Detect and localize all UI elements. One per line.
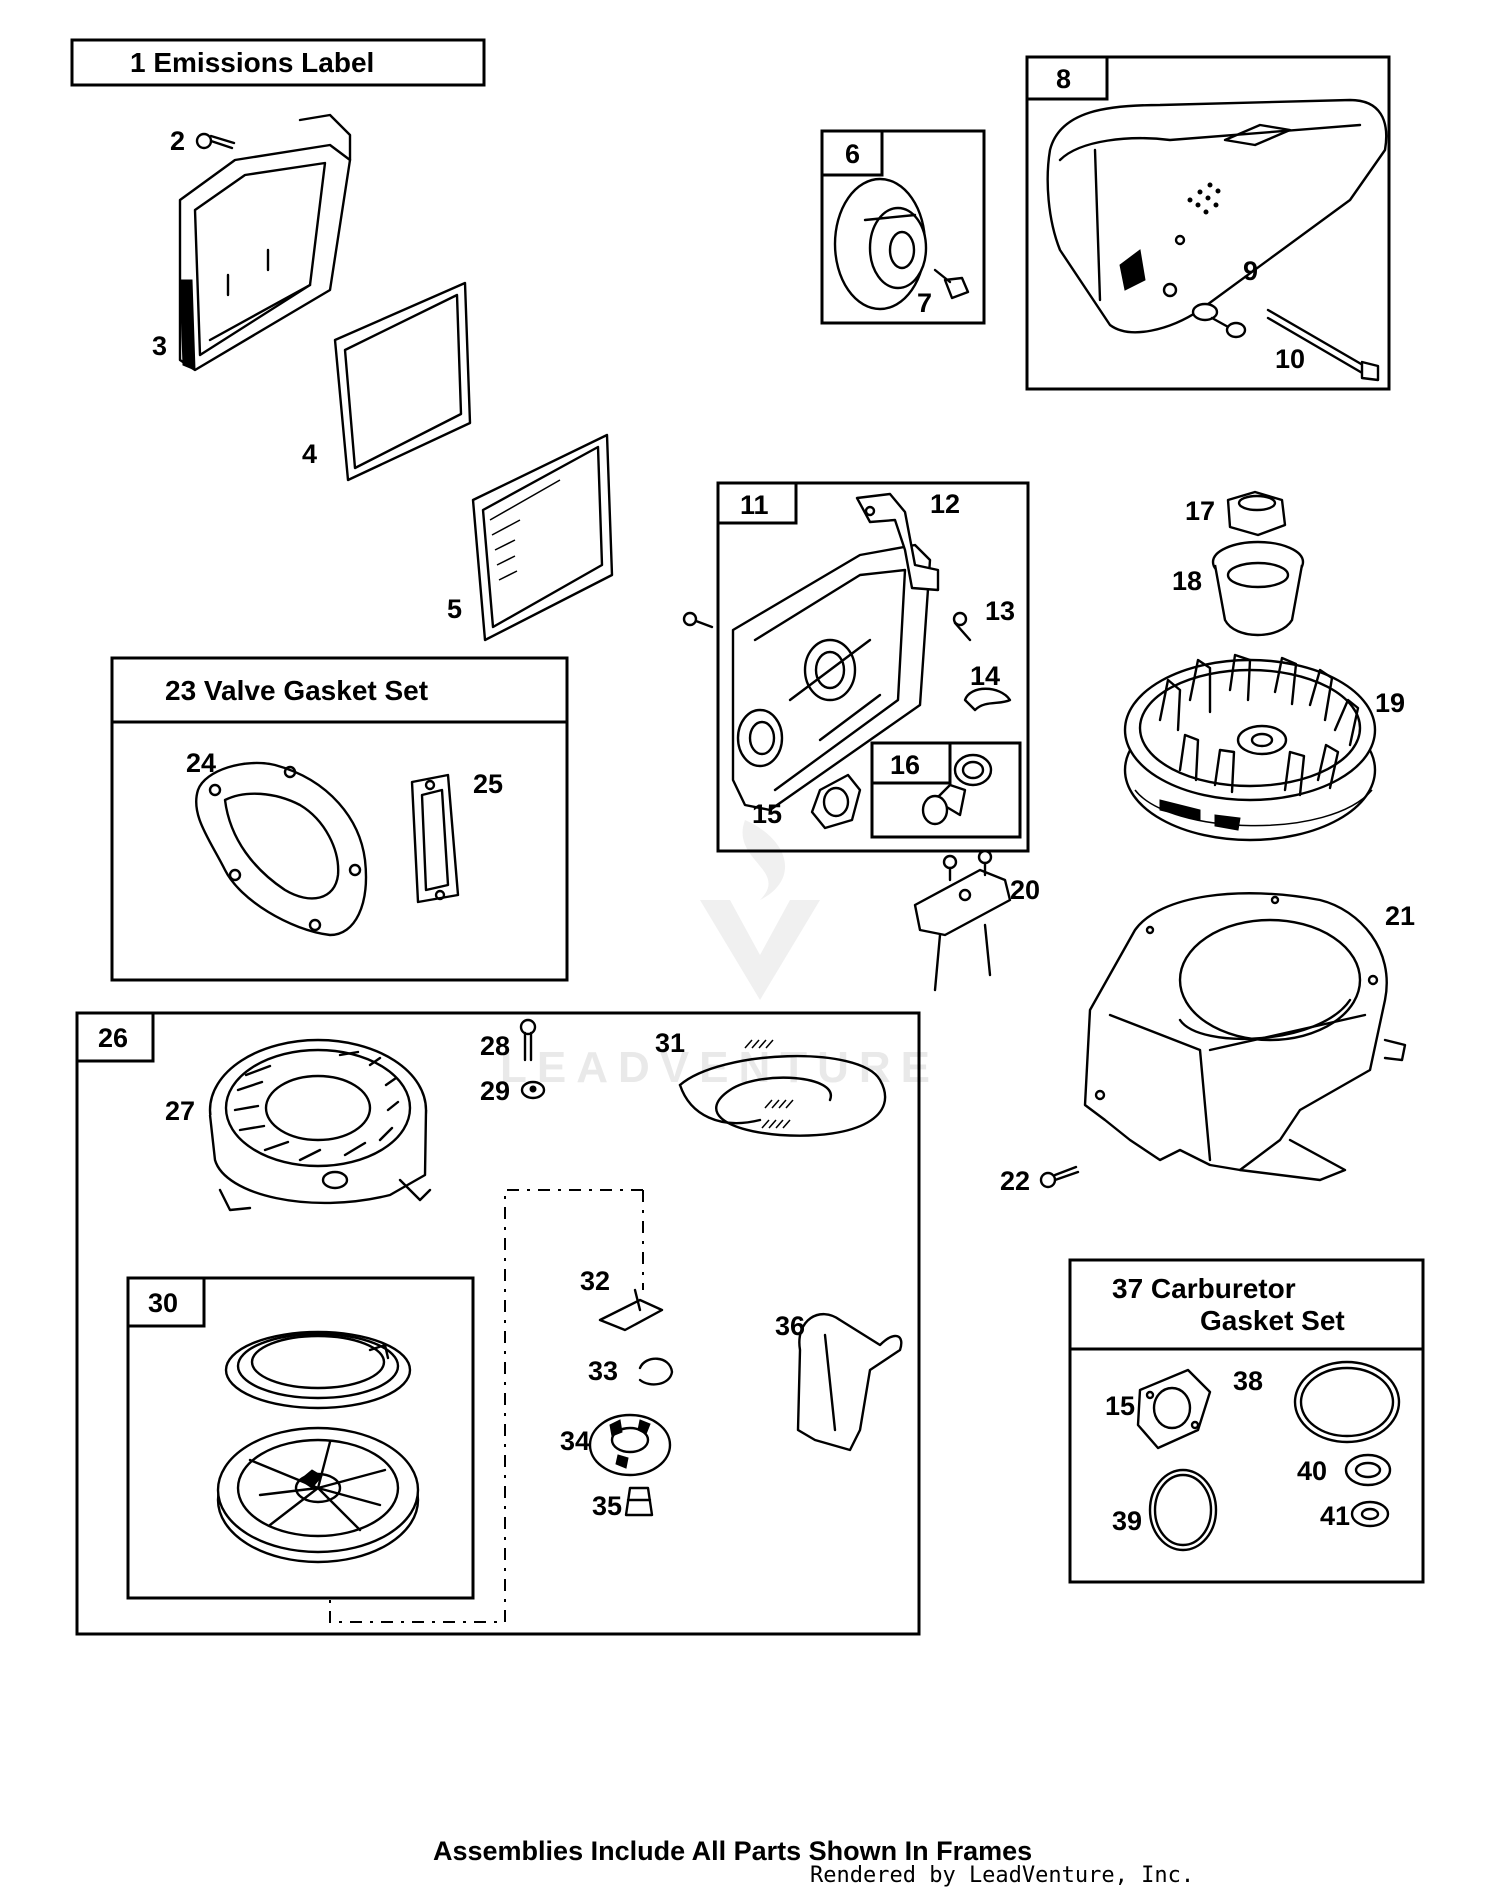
part-41-washer[interactable] xyxy=(1350,1500,1390,1528)
part-29-nut[interactable] xyxy=(520,1080,546,1100)
part-19-flywheel[interactable] xyxy=(1123,653,1377,842)
callout-9: 9 xyxy=(1243,256,1258,286)
frame-8: 8 xyxy=(1025,55,1391,391)
callout-7: 7 xyxy=(917,288,932,318)
part-35-screw[interactable] xyxy=(624,1486,654,1517)
callout-39: 39 xyxy=(1112,1506,1142,1536)
part-17-nut[interactable] xyxy=(1226,490,1287,537)
part-30-pulley[interactable] xyxy=(216,1426,420,1564)
part-24-cylinder-head-gasket[interactable] xyxy=(195,761,368,937)
callout-12: 12 xyxy=(930,489,960,519)
callout-36: 36 xyxy=(775,1311,805,1341)
frame-6: 6 xyxy=(820,129,986,325)
footer-credit: Rendered by LeadVenture, Inc. xyxy=(810,1863,1194,1888)
frame-16: 16 xyxy=(870,741,1022,839)
part-33-retainer-ring[interactable] xyxy=(638,1357,674,1386)
frame-6-label: 6 xyxy=(845,139,860,169)
part-12-bracket[interactable] xyxy=(855,492,940,592)
callout-3: 3 xyxy=(152,331,167,361)
callout-22: 22 xyxy=(1000,1166,1030,1196)
callout-38: 38 xyxy=(1233,1366,1263,1396)
callout-15-frame11: 15 xyxy=(752,799,782,829)
carburetor-gasket-set-title-line2: Gasket Set xyxy=(1200,1305,1345,1336)
part-27-starter-housing[interactable] xyxy=(208,1038,432,1212)
part-34-retainer[interactable] xyxy=(588,1413,672,1477)
part-5-pre-cleaner[interactable] xyxy=(471,433,614,642)
part-31-starter-rope[interactable] xyxy=(678,1039,887,1137)
part-15-carb-gasket[interactable] xyxy=(1136,1368,1212,1450)
callout-15-frame37: 15 xyxy=(1105,1391,1135,1421)
part-7-bolt[interactable] xyxy=(933,268,970,300)
part-20-ignition-armature[interactable] xyxy=(913,849,1012,992)
part-10-stud[interactable] xyxy=(1266,308,1380,382)
callout-13: 13 xyxy=(985,596,1015,626)
frame-11-label: 11 xyxy=(740,490,769,520)
callout-35: 35 xyxy=(592,1491,622,1521)
watermark-text: LEADVENTURE xyxy=(500,1043,940,1092)
part-40-washer[interactable] xyxy=(1344,1453,1392,1487)
part-2-screw[interactable] xyxy=(195,132,236,150)
callout-29: 29 xyxy=(480,1076,510,1106)
callout-31: 31 xyxy=(655,1028,685,1058)
callout-2: 2 xyxy=(170,126,185,156)
callout-40: 40 xyxy=(1297,1456,1327,1486)
callout-4: 4 xyxy=(302,439,317,469)
callout-21: 21 xyxy=(1385,901,1415,931)
emissions-label-title: 1 Emissions Label xyxy=(130,47,374,78)
part-36-starter-handle[interactable] xyxy=(796,1312,903,1452)
footer-note: Assemblies Include All Parts Shown In Fr… xyxy=(433,1836,1032,1866)
valve-gasket-set-frame: 23 Valve Gasket Set xyxy=(110,656,569,982)
part-39-seal[interactable] xyxy=(1148,1468,1218,1552)
emissions-label-frame: 1 Emissions Label xyxy=(70,38,486,87)
part-13-screw[interactable] xyxy=(952,611,972,642)
callout-18: 18 xyxy=(1172,566,1202,596)
part-3-air-cleaner-base[interactable] xyxy=(178,113,352,372)
callout-27: 27 xyxy=(165,1096,195,1126)
part-32-dog[interactable] xyxy=(598,1288,664,1332)
callout-25: 25 xyxy=(473,769,503,799)
part-30-recoil-spring[interactable] xyxy=(224,1330,412,1410)
part-18-cup[interactable] xyxy=(1211,540,1305,637)
part-38-o-ring[interactable] xyxy=(1293,1360,1401,1444)
frame-16-label: 16 xyxy=(890,750,920,780)
part-11-bolt[interactable] xyxy=(682,611,714,629)
callout-10: 10 xyxy=(1275,344,1305,374)
callout-34: 34 xyxy=(560,1426,590,1456)
frame-26-label: 26 xyxy=(98,1023,128,1053)
callout-33: 33 xyxy=(588,1356,618,1386)
part-15-gasket[interactable] xyxy=(810,773,862,830)
callout-32: 32 xyxy=(580,1266,610,1296)
callout-17: 17 xyxy=(1185,496,1215,526)
callout-14: 14 xyxy=(970,661,1000,691)
frame-30-label: 30 xyxy=(148,1288,178,1318)
part-28-screw[interactable] xyxy=(519,1018,537,1062)
frame-30: 30 xyxy=(126,1276,475,1600)
part-9-deflector[interactable] xyxy=(1191,302,1247,339)
callout-20: 20 xyxy=(1010,875,1040,905)
part-11-carburetor[interactable] xyxy=(731,543,932,812)
frame-11: 11 xyxy=(716,481,1030,853)
part-22-bolt[interactable] xyxy=(1039,1165,1080,1189)
part-8-muffler[interactable] xyxy=(1046,98,1388,334)
part-16-bowl[interactable] xyxy=(921,753,993,826)
carburetor-gasket-set-title-line1: 37 Carburetor xyxy=(1112,1273,1296,1304)
frame-8-label: 8 xyxy=(1056,64,1071,94)
carburetor-gasket-set-frame: 37 Carburetor Gasket Set xyxy=(1068,1258,1425,1584)
part-6-flange[interactable] xyxy=(833,177,928,311)
part-21-blower-housing[interactable] xyxy=(1083,892,1407,1182)
part-25-valve-cover-gasket[interactable] xyxy=(410,773,460,904)
assembly-guide-line xyxy=(329,1189,644,1623)
callout-24: 24 xyxy=(186,748,216,778)
frame-26: 26 xyxy=(75,1011,921,1636)
callout-41: 41 xyxy=(1320,1501,1350,1531)
callout-19: 19 xyxy=(1375,688,1405,718)
valve-gasket-set-title: 23 Valve Gasket Set xyxy=(165,675,428,706)
part-14-clamp[interactable] xyxy=(963,687,1012,712)
callout-28: 28 xyxy=(480,1031,510,1061)
part-4-air-filter[interactable] xyxy=(333,281,472,482)
callout-5: 5 xyxy=(447,594,462,624)
